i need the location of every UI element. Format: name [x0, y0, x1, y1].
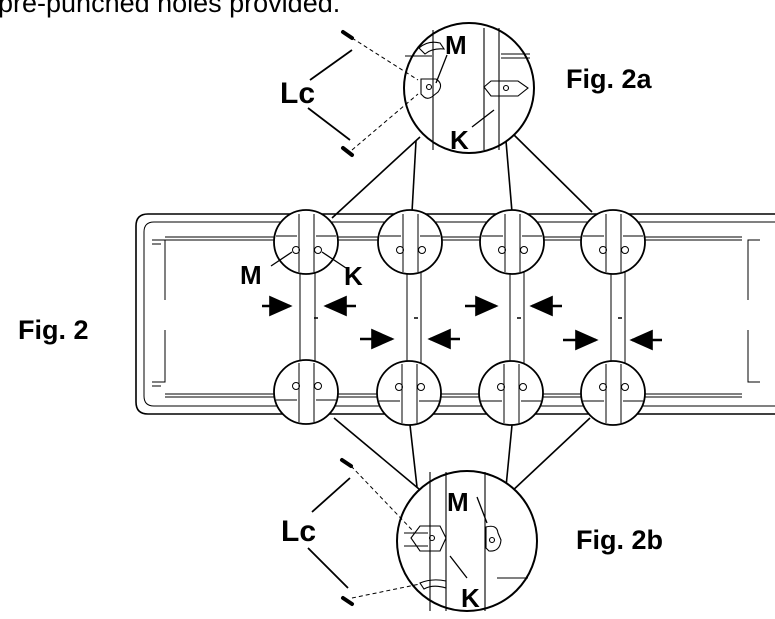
panel-corner-top-left — [152, 239, 166, 300]
caption-text: pre-punched holes provided. — [0, 0, 341, 18]
joint-circle-top-4 — [580, 209, 646, 275]
joint-details — [276, 214, 643, 423]
panel-outline — [135, 213, 775, 415]
joint-circle-bottom-3 — [478, 360, 544, 426]
fig-2a-label: Fig. 2a — [566, 64, 652, 94]
joint-circles-bottom — [273, 359, 646, 426]
joint-circles-top — [273, 209, 646, 275]
fig-2b-label: Fig. 2b — [576, 525, 663, 555]
m-label-fig2: M — [240, 260, 262, 290]
k-label-fig2: K — [344, 261, 363, 291]
lc-bracket-top — [307, 49, 353, 141]
joint-circle-top-1 — [273, 209, 339, 275]
divider-seams — [299, 230, 626, 420]
joint-circle-top-3 — [479, 209, 545, 275]
panel-rail-top — [165, 236, 742, 241]
panel-rail-bottom — [165, 393, 742, 398]
joint-leaders — [270, 251, 347, 269]
k-label-fig2b: K — [461, 583, 480, 613]
callout-lines — [331, 130, 593, 494]
m-label-fig2a: M — [445, 30, 467, 60]
magnified-view-top — [403, 22, 535, 154]
screws-top — [307, 30, 419, 157]
lc-bracket-bottom — [307, 477, 351, 589]
magnified-view-bottom — [396, 470, 538, 612]
joint-circle-bottom-4 — [580, 360, 646, 426]
lc-label-top: Lc — [280, 77, 316, 110]
fig-2-label: Fig. 2 — [18, 315, 89, 345]
m-label-fig2b: M — [447, 487, 469, 517]
panel-corner-top-right — [747, 239, 760, 300]
joint-circle-top-2 — [377, 209, 443, 275]
push-arrows — [262, 295, 662, 351]
screws-bottom — [307, 458, 421, 606]
joint-circle-bottom-2 — [376, 360, 442, 426]
joint-circle-bottom-1 — [273, 359, 339, 425]
panel-corner-bottom-left — [152, 330, 166, 383]
k-label-fig2a: K — [450, 125, 469, 155]
lc-label-bottom: Lc — [281, 515, 317, 548]
panel-corner-bottom-right — [747, 330, 760, 383]
